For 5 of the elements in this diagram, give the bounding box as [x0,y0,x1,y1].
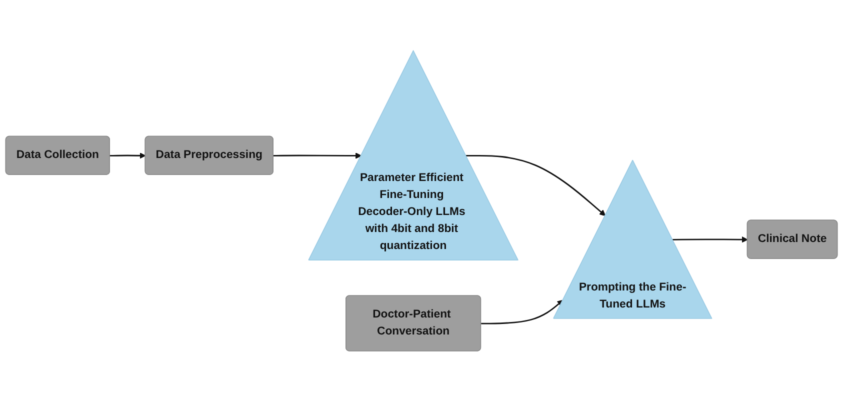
arrow [481,300,564,324]
arrow [273,152,362,159]
arrow [672,236,748,242]
arrow [110,152,146,158]
arrow [466,154,606,216]
